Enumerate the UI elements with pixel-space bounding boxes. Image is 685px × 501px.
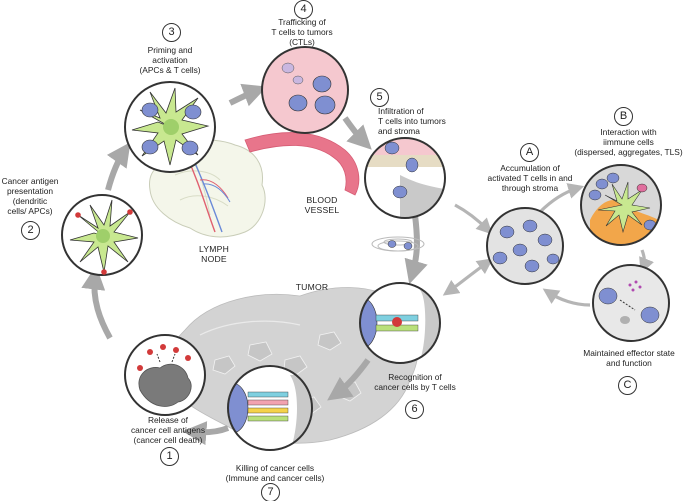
arrow-b-to-c xyxy=(639,249,654,274)
step-4-number: 4 xyxy=(294,0,313,19)
arrow-1-to-2 xyxy=(81,265,113,340)
branch-c-label: Maintained effector state and function xyxy=(583,348,675,368)
blood-vessel xyxy=(244,132,360,196)
arrow-2-to-3 xyxy=(105,142,131,191)
step-2-number: 2 xyxy=(21,221,40,240)
step-7-label: Killing of cancer cells (Immune and canc… xyxy=(225,463,325,483)
branch-c-number: C xyxy=(618,376,637,395)
step-1-label: Release of cancer cell antigens (cancer … xyxy=(130,415,206,445)
arrow-5-to-6 xyxy=(404,214,428,285)
step-4-label: Trafficking of T cells to tumors (CTLs) xyxy=(271,17,333,47)
circle-step-2 xyxy=(61,194,143,276)
step-5-number: 5 xyxy=(370,88,389,107)
branch-b-label: Interaction with iimmune cells (disperse… xyxy=(574,127,683,157)
step-3-label: Priming and activation (APCs & T cells) xyxy=(139,45,201,75)
step-5-label: Infiltration of T cells into tumors and … xyxy=(378,106,446,136)
branch-a-label: Accumulation of activated T cells in and… xyxy=(487,163,573,193)
arrow-3-to-4 xyxy=(228,83,267,107)
blood-vessel-caption: BLOOD VESSEL xyxy=(304,195,340,215)
lymph-node-caption: LYMPH NODE xyxy=(199,244,229,264)
stroma-fibers xyxy=(371,236,425,252)
arrow-4-to-5 xyxy=(342,116,372,150)
arrow-c-to-a xyxy=(542,288,591,307)
branch-b-number: B xyxy=(614,107,633,126)
circle-branch-a xyxy=(486,207,564,285)
circle-branch-c xyxy=(592,264,670,342)
arrow-5-to-a xyxy=(454,203,493,235)
arrow-a-to-6 xyxy=(442,258,494,296)
step-2-label: Cancer antigen presentation (dendritic c… xyxy=(1,176,59,216)
circle-step-7 xyxy=(227,365,313,451)
step-6-number: 6 xyxy=(405,400,424,419)
circle-step-5 xyxy=(364,137,446,219)
arrow-7-to-1 xyxy=(182,421,230,446)
circle-step-4 xyxy=(261,46,349,134)
tumor-caption: TUMOR xyxy=(295,282,329,292)
circle-branch-b xyxy=(580,164,662,246)
arrow-a-to-b xyxy=(538,183,585,214)
step-6-label: Recognition of cancer cells by T cells xyxy=(374,372,456,392)
step-3-number: 3 xyxy=(162,23,181,42)
branch-a-number: A xyxy=(520,143,539,162)
step-7-number: 7 xyxy=(261,483,280,501)
circle-step-3 xyxy=(124,81,216,173)
step-1-number: 1 xyxy=(160,447,179,466)
circle-step-1 xyxy=(124,334,206,416)
arrow-6-to-7 xyxy=(327,358,371,401)
